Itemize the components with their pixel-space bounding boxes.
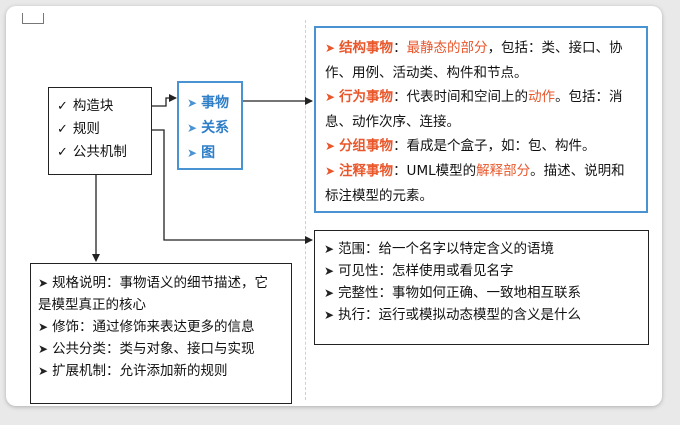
- rules-box: ➤范围：给一个名字以特定含义的语境 ➤可见性：怎样使用或看见名字 ➤完整性：事物…: [314, 230, 649, 345]
- arrow-bullet-icon: ➤: [38, 276, 49, 290]
- uml-elements-box: ✓构造块 ✓规则 ✓公共机制: [48, 87, 152, 175]
- arrow-bullet-icon: ➤: [324, 242, 335, 256]
- common-mechanisms-box: ➤规格说明：事物语义的细节描述，它 是模型真正的核心 ➤修饰：通过修饰来表达更多…: [30, 263, 292, 404]
- page-guide-line: [305, 20, 307, 400]
- check-icon: ✓: [57, 99, 68, 114]
- structural-things-line2: 作、用例、活动类、构件和节点。: [325, 64, 528, 81]
- things-description-box: ➤结构事物：最静态的部分，包括：类、接口、协 作、用例、活动类、构件和节点。 ➤…: [314, 26, 648, 213]
- arrow-bullet-icon: ➤: [325, 90, 336, 105]
- arrow-bullet-icon: ➤: [187, 146, 198, 160]
- specification-line1: ➤规格说明：事物语义的细节描述，它: [38, 275, 269, 291]
- scope-line: ➤范围：给一个名字以特定含义的语境: [324, 241, 555, 257]
- specification-line2: 是模型真正的核心: [38, 297, 146, 313]
- execution-line: ➤执行：运行或模拟动态模型的含义是什么: [324, 307, 582, 323]
- check-icon: ✓: [57, 145, 68, 160]
- arrow-bullet-icon: ➤: [187, 121, 198, 135]
- arrow-bullet-icon: ➤: [38, 342, 49, 356]
- arrow-bullet-icon: ➤: [325, 163, 336, 178]
- arrow-bullet-icon: ➤: [325, 41, 336, 55]
- arrow-bullet-icon: ➤: [325, 139, 336, 154]
- extensibility-line: ➤扩展机制：允许添加新的规则: [38, 363, 228, 379]
- check-icon: ✓: [57, 122, 68, 137]
- window-corner-icon: [22, 13, 44, 24]
- visibility-line: ➤可见性：怎样使用或看见名字: [324, 263, 514, 279]
- annotational-things-line2: 标注模型的元素。: [325, 187, 433, 204]
- building-blocks-box: ➤事物 ➤关系 ➤图: [177, 81, 243, 170]
- structural-things-line1: ➤结构事物：最静态的部分，包括：类、接口、协: [325, 40, 623, 56]
- arrow-bullet-icon: ➤: [38, 320, 49, 334]
- arrow-bullet-icon: ➤: [187, 96, 198, 110]
- list-item-things: ➤事物: [187, 95, 230, 111]
- arrow-bullet-icon: ➤: [324, 264, 335, 278]
- grouping-things-line: ➤分组事物：看成是个盒子，如：包、构件。: [325, 138, 596, 155]
- arrow-bullet-icon: ➤: [324, 286, 335, 300]
- list-item-rules: ✓规则: [57, 121, 100, 137]
- list-item-common-mechanisms: ✓公共机制: [57, 144, 127, 160]
- arrow-bullet-icon: ➤: [38, 364, 49, 378]
- arrow-bullet-icon: ➤: [324, 308, 335, 322]
- integrity-line: ➤完整性：事物如何正确、一致地相互联系: [324, 285, 582, 301]
- list-item-relationships: ➤关系: [187, 120, 230, 136]
- common-divisions-line: ➤公共分类：类与对象、接口与实现: [38, 341, 255, 357]
- annotational-things-line1: ➤注释事物：UML模型的解释部分。描述、说明和: [325, 162, 625, 179]
- behavioral-things-line1: ➤行为事物：代表时间和空间上的动作。包括：消: [325, 89, 623, 106]
- arrow-building-blocks-to-things: [152, 94, 177, 107]
- behavioral-things-line2: 息、动作次序、连接。: [325, 113, 460, 130]
- list-item-diagrams: ➤图: [187, 145, 216, 161]
- adornments-line: ➤修饰：通过修饰来表达更多的信息: [38, 319, 255, 335]
- list-item-building-blocks: ✓构造块: [57, 98, 114, 114]
